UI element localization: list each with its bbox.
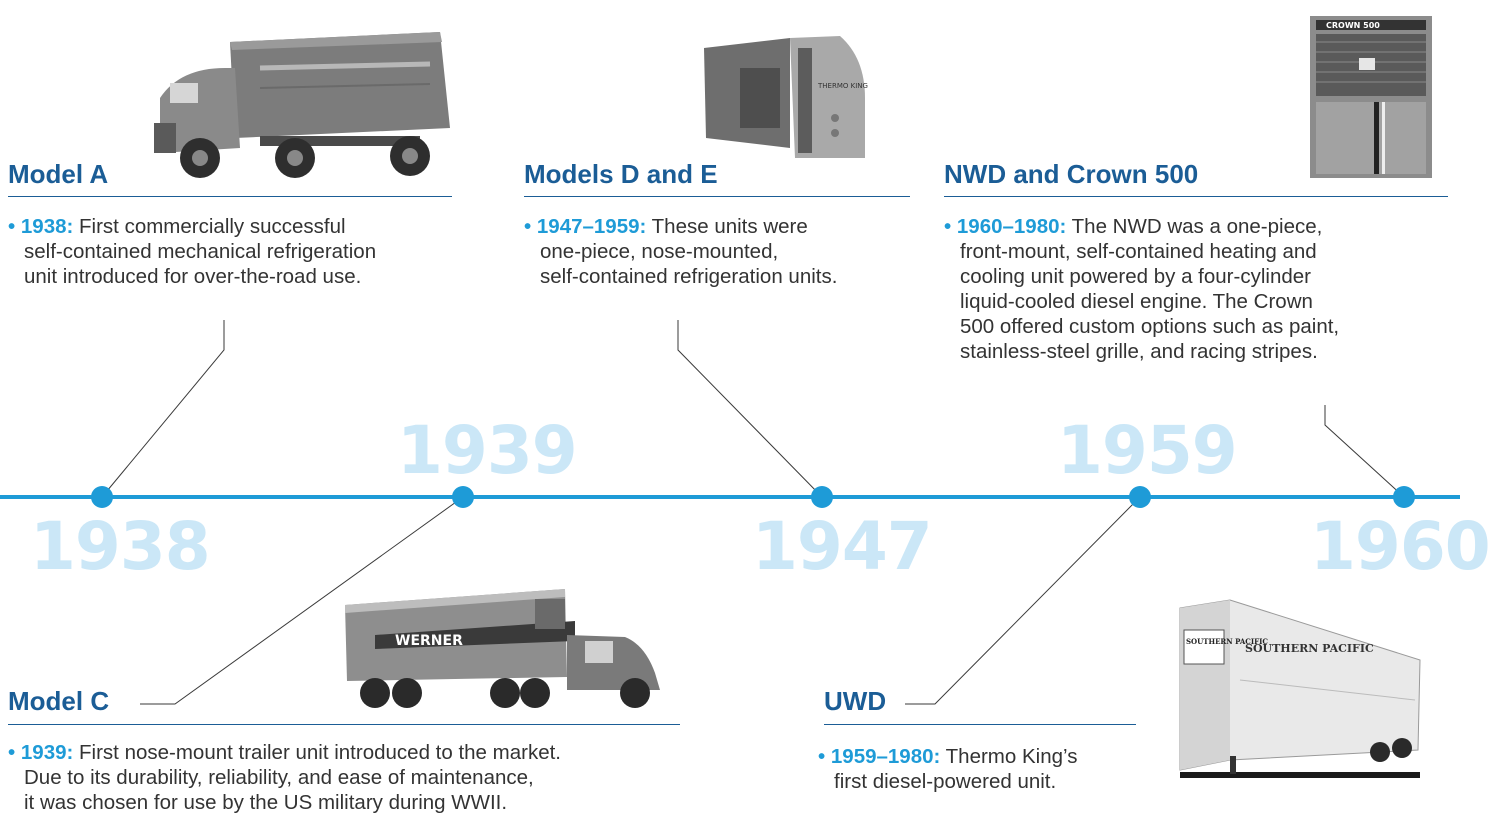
sp-small-label: SOUTHERN PACIFIC xyxy=(1186,637,1268,646)
year-label-1960: 1960 xyxy=(1310,508,1490,585)
leader-model-a xyxy=(101,320,225,498)
year-label-1959: 1959 xyxy=(1057,412,1238,489)
bullet-icon: • xyxy=(8,741,16,764)
heading-uwd: UWD xyxy=(824,686,887,716)
divider-model-a xyxy=(8,196,452,197)
bullet-icon: • xyxy=(818,745,826,768)
timeline-node-1947 xyxy=(811,486,833,508)
sp-label-text: SOUTHERN PACIFIC xyxy=(1245,642,1374,655)
desc-line: First commercially successful xyxy=(79,215,346,238)
desc-line: self-contained refrigeration units. xyxy=(540,265,838,288)
desc-line: self-contained mechanical refrigeration xyxy=(24,240,377,263)
unit-label-text: THERMO KING xyxy=(817,82,868,90)
desc-models-d-e: • 1947–1959: These units were one-piece,… xyxy=(524,214,837,289)
leader-uwd xyxy=(905,496,1141,705)
desc-line: These units were xyxy=(651,215,808,238)
desc-line: it was chosen for use by the US military… xyxy=(24,791,508,814)
divider-model-c xyxy=(8,724,680,725)
werner-label-text: WERNER xyxy=(395,633,463,649)
desc-line: front-mount, self-contained heating and xyxy=(960,240,1317,263)
timeline-node-1960 xyxy=(1393,486,1415,508)
crown-500-unit-photo: CROWN 500 xyxy=(1310,16,1432,178)
desc-line: Thermo King’s xyxy=(945,745,1078,768)
desc-nwd-crown-500: • 1960–1980: The NWD was a one-piece, fr… xyxy=(944,214,1339,364)
year-label-1939: 1939 xyxy=(397,412,578,489)
year-label-1938: 1938 xyxy=(30,508,211,585)
timeline-node-1938 xyxy=(91,486,113,508)
lead-model-a: 1938: xyxy=(20,215,74,238)
heading-nwd-crown-500: NWD and Crown 500 xyxy=(944,159,1199,189)
desc-line: The NWD was a one-piece, xyxy=(1071,215,1323,238)
desc-line: first diesel-powered unit. xyxy=(834,770,1057,793)
timeline-graphic xyxy=(0,320,1460,705)
southern-pacific-trailer-photo: SOUTHERN PACIFIC SOUTHERN PACIFIC xyxy=(1179,599,1421,778)
desc-line: unit introduced for over-the-road use. xyxy=(24,265,362,288)
divider-uwd xyxy=(824,724,1136,725)
lead-uwd: 1959–1980: xyxy=(830,745,941,768)
werner-truck-photo: WERNER xyxy=(345,589,660,708)
heading-model-c: Model C xyxy=(8,686,110,716)
leader-model-c xyxy=(140,496,464,705)
timeline-node-1959 xyxy=(1129,486,1151,508)
refrigeration-unit-photo: THERMO KING xyxy=(704,36,868,158)
divider-models-d-e xyxy=(524,196,910,197)
desc-model-c: • 1939: First nose-mount trailer unit in… xyxy=(8,740,561,815)
heading-model-a: Model A xyxy=(8,159,109,189)
desc-line: 500 offered custom options such as paint… xyxy=(960,315,1340,338)
desc-model-a: • 1938: First commercially successful se… xyxy=(8,214,376,289)
desc-line: one-piece, nose-mounted, xyxy=(540,240,779,263)
lead-nwd-crown-500: 1960–1980: xyxy=(956,215,1067,238)
leader-models-d-e xyxy=(677,320,823,498)
desc-line: cooling unit powered by a four-cylinder xyxy=(960,265,1311,288)
desc-line: First nose-mount trailer unit introduced… xyxy=(79,741,561,764)
desc-uwd: • 1959–1980: Thermo King’s first diesel-… xyxy=(818,744,1077,794)
bullet-icon: • xyxy=(944,215,952,238)
leader-nwd-crown xyxy=(1324,405,1405,498)
timeline-node-1939 xyxy=(452,486,474,508)
crown-label-text: CROWN 500 xyxy=(1326,21,1380,30)
bullet-icon: • xyxy=(524,215,532,238)
desc-line: Due to its durability, reliability, and … xyxy=(24,766,534,789)
divider-nwd-crown-500 xyxy=(944,196,1448,197)
year-label-1947: 1947 xyxy=(752,508,933,585)
desc-line: liquid-cooled diesel engine. The Crown xyxy=(960,290,1313,313)
heading-models-d-e: Models D and E xyxy=(524,159,718,189)
vintage-tractor-trailer-photo xyxy=(154,32,450,178)
desc-line: stainless-steel grille, and racing strip… xyxy=(960,340,1318,363)
lead-model-c: 1939: xyxy=(20,741,74,764)
bullet-icon: • xyxy=(8,215,16,238)
lead-models-d-e: 1947–1959: xyxy=(536,215,647,238)
